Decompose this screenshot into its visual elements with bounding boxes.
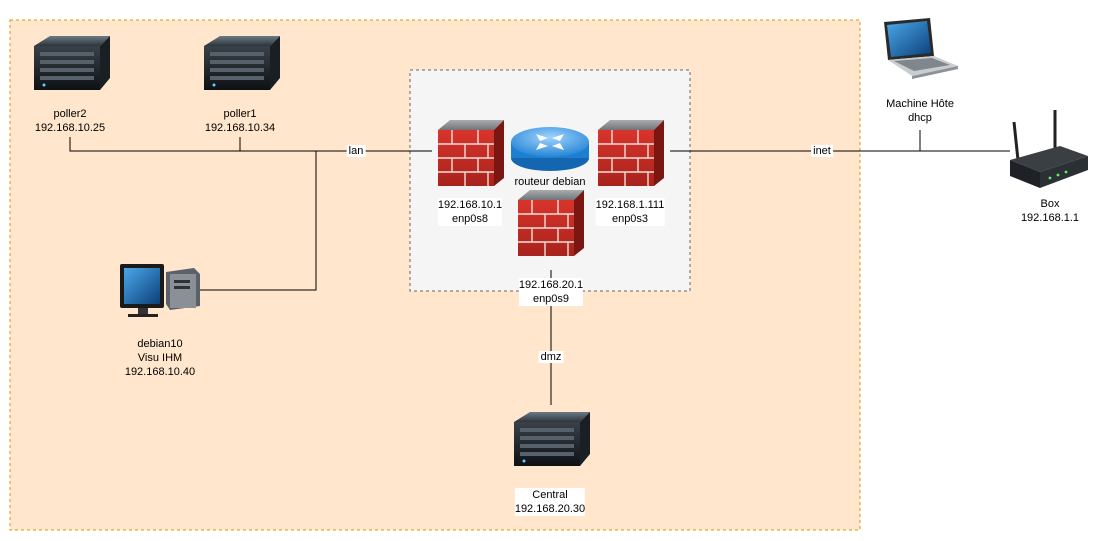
server-icon [514,412,590,466]
node-label-router: routeur debian [514,175,586,189]
server-icon [204,36,280,90]
firewall-icon [517,189,585,257]
edge-label-dmz: dmz [538,351,564,363]
firewall-icon [597,119,665,187]
edge-debian10-lan [200,151,317,291]
desktop-computer-icon [120,264,200,317]
edge-label-inet: inet [811,145,833,157]
firewall-icon [437,119,505,187]
edge-label-lan: lan [346,145,366,157]
edge-poller2-lan [69,137,316,152]
server-icon [34,36,110,90]
router-icon [511,127,589,171]
wifi-router-icon [1010,110,1088,188]
laptop-icon [884,18,958,79]
